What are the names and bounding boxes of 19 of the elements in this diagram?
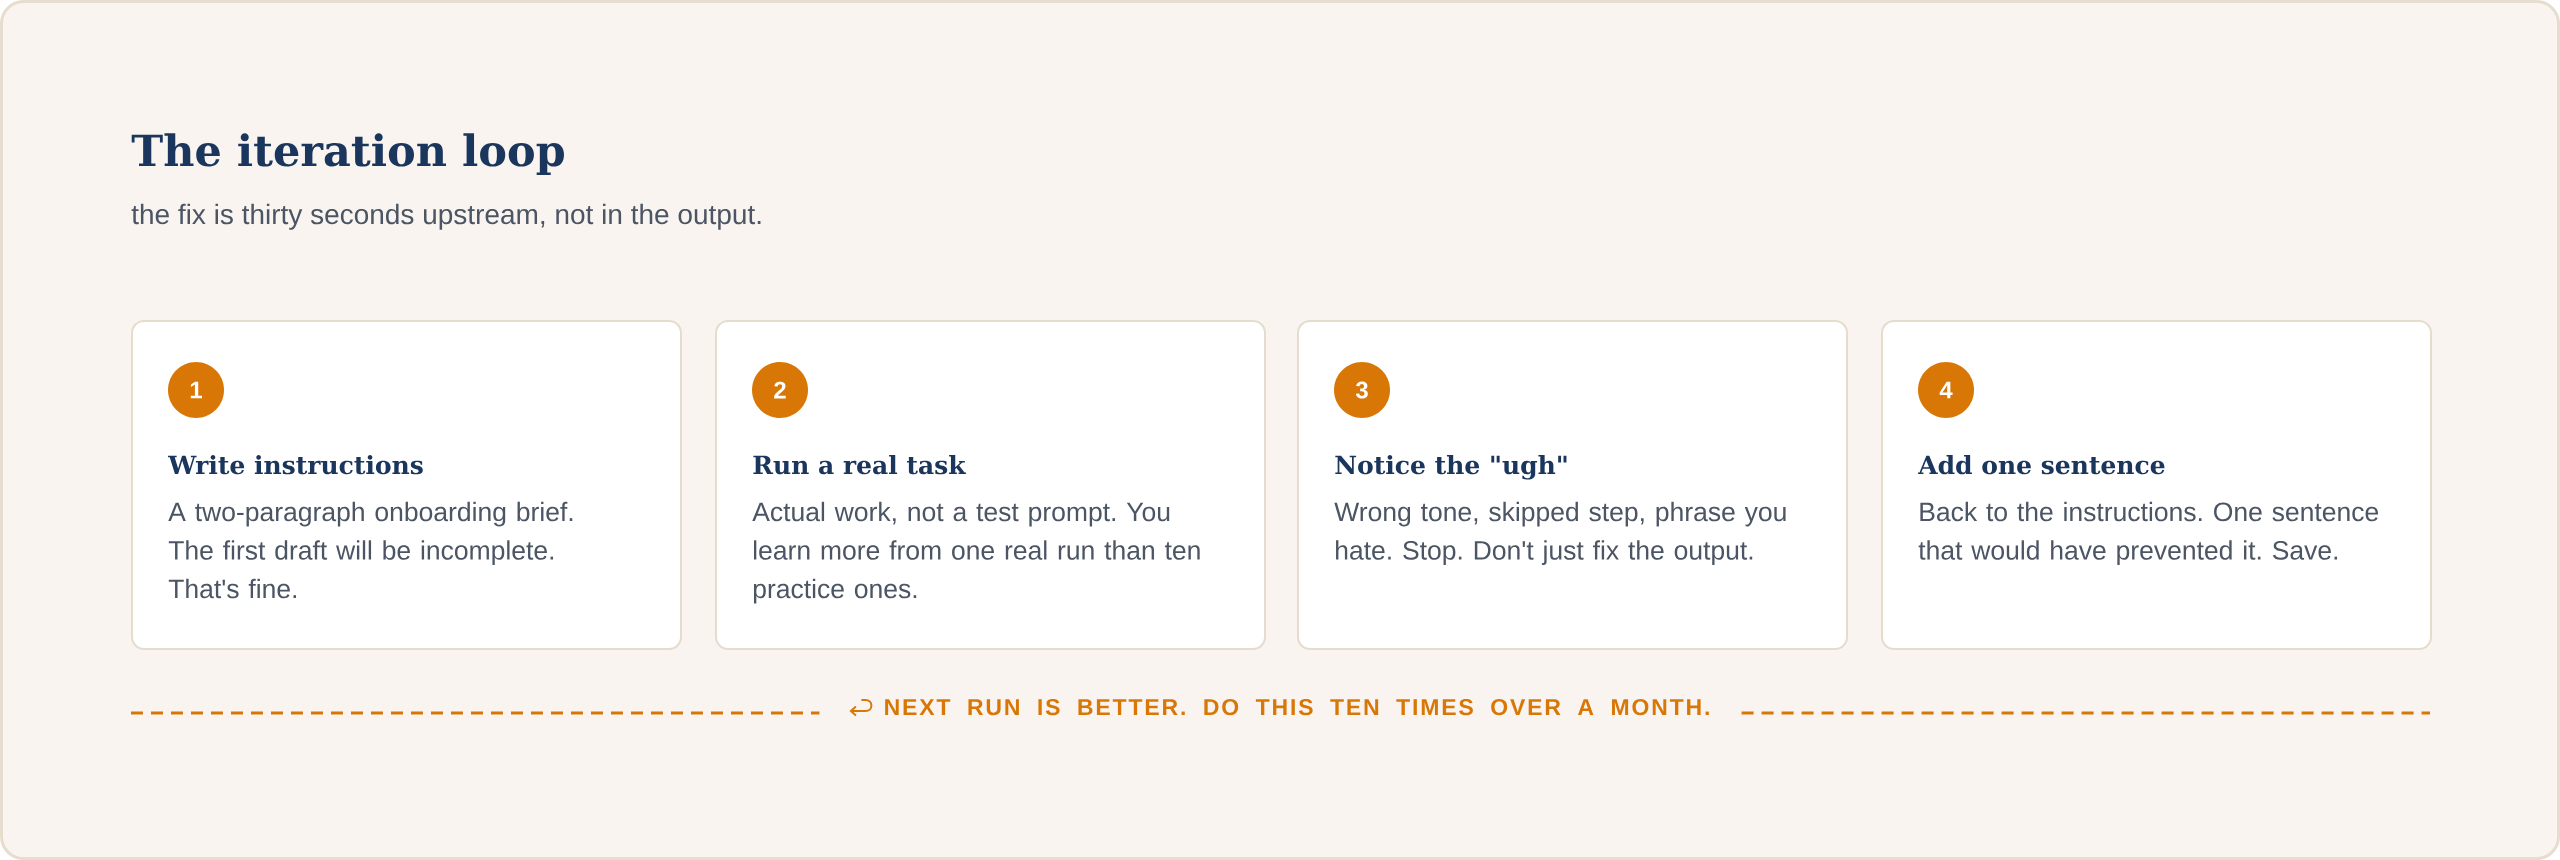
step-card — [1297, 320, 1848, 650]
number-badge: 1 — [168, 362, 224, 418]
step-description: A two-paragraph onboarding brief. The first draft will be incomplete. That's fine. — [168, 501, 573, 599]
step-card — [131, 320, 682, 650]
step-title: Write instructions — [168, 455, 423, 475]
title: The iteration loop — [131, 133, 564, 175]
note-text: NEXT RUN IS BETTER. DO THIS TEN TIMES OVER A MONTH. — [885, 698, 1709, 716]
step-description: Wrong tone, skipped step, phrase you hate. Stop. Don't just fix the output. — [1334, 501, 1786, 565]
step-description: Actual work, not a test prompt. You learn more from one real run than ten practice ones. — [752, 501, 1200, 604]
step-card — [715, 320, 1266, 650]
step-card — [1881, 320, 2433, 650]
step-title: Run a real task — [753, 455, 966, 475]
number-badge: 3 — [1334, 362, 1390, 418]
subtitle: the fix is thirty seconds upstream, not in the output. — [131, 203, 761, 230]
step-title: Add one sentence — [1918, 455, 2165, 475]
step-title: Notice the "ugh" — [1335, 455, 1567, 480]
step-description: Back to the instructions. One sentence that would have prevented it. Save. — [1918, 501, 2379, 565]
number-badge: 2 — [752, 362, 808, 418]
number-badge: 4 — [1918, 362, 1974, 418]
